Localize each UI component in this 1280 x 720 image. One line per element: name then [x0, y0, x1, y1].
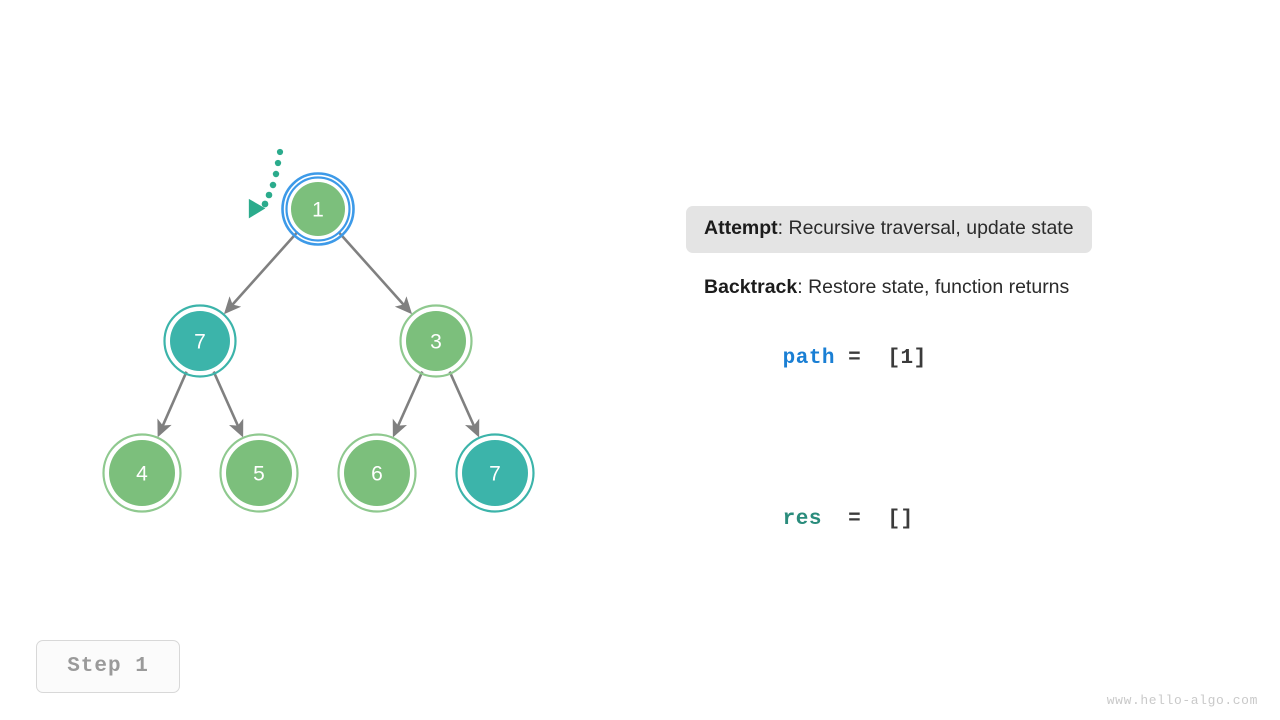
pointer-trail-dot [272, 170, 280, 178]
pointer-trail-dot [265, 191, 273, 199]
tree-edge-layer [157, 230, 480, 438]
watermark-text: www.hello-algo.com [1106, 693, 1258, 708]
tree-node-label: 6 [371, 463, 383, 486]
pointer-trail-dot [269, 181, 277, 189]
tree-node-label: 7 [489, 463, 501, 486]
tree-node-label: 3 [430, 331, 442, 354]
pointer-trail-dot [274, 159, 282, 167]
tree-node-label: 1 [312, 199, 324, 222]
path-variable-name: path [782, 347, 836, 370]
tree-node-4[interactable]: 4 [102, 433, 182, 513]
tree-node-label: 7 [194, 331, 206, 354]
tree-edge [157, 371, 188, 438]
pointer-arrow-icon [248, 198, 266, 219]
tree-edge [392, 371, 424, 438]
attempt-text: : Recursive traversal, update state [777, 217, 1074, 239]
backtrack-description: Backtrack: Restore state, function retur… [686, 275, 1246, 298]
tree-node-label: 5 [253, 463, 265, 486]
pointer-trail-dot [261, 200, 269, 208]
step-badge-label: Step 1 [67, 655, 149, 678]
tree-node-6[interactable]: 6 [337, 433, 417, 513]
path-variable-value: = [1] [835, 347, 927, 370]
tree-node-7[interactable]: 7 [163, 304, 237, 378]
pointer-trail-dot [276, 148, 284, 156]
tree-node-7[interactable]: 7 [455, 433, 535, 513]
step-badge: Step 1 [36, 640, 180, 693]
res-variable-value: = [] [821, 508, 914, 531]
backtrack-text: : Restore state, function returns [797, 275, 1070, 298]
attempt-label: Attempt [704, 217, 778, 239]
binary-tree-diagram: 1 7 3 4 5 6 7 [102, 148, 535, 513]
tree-svg: 1 7 3 4 5 6 7 [102, 148, 535, 513]
tree-edge [337, 230, 413, 315]
res-state-line: res = [] [686, 485, 1246, 554]
state-info-panel: Attempt: Recursive traversal, update sta… [686, 206, 1246, 554]
tree-edge [223, 230, 299, 315]
path-state-line: path = [1] [686, 324, 1246, 393]
backtrack-label: Backtrack [704, 275, 798, 298]
tree-node-3[interactable]: 3 [399, 304, 473, 378]
tree-node-label: 4 [136, 463, 148, 486]
tree-node-layer: 1 7 3 4 5 6 7 [102, 172, 535, 513]
site-watermark: www.hello-algo.com [1107, 693, 1258, 708]
recursion-pointer [248, 148, 284, 219]
res-variable-name: res [782, 508, 822, 531]
attempt-description: Attempt: Recursive traversal, update sta… [686, 206, 1092, 253]
tree-edge [448, 371, 480, 438]
tree-edge [212, 371, 244, 438]
tree-node-5[interactable]: 5 [219, 433, 299, 513]
tree-node-1[interactable]: 1 [281, 172, 355, 246]
